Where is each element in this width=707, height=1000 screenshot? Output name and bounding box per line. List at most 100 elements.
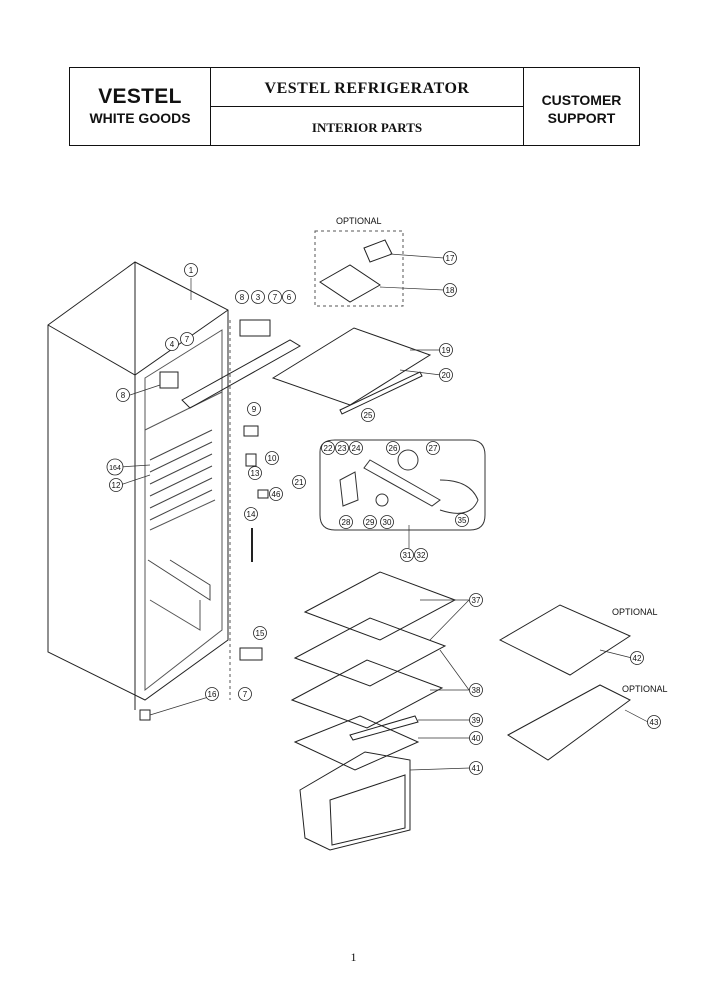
callout-circle bbox=[469, 593, 483, 607]
callout-circle bbox=[109, 478, 123, 492]
upper-shelf-19-20 bbox=[271, 327, 432, 415]
callout-29: 29 bbox=[363, 515, 377, 529]
callout-number: 21 bbox=[295, 478, 304, 487]
callout-circle bbox=[282, 290, 296, 304]
callout-number: 8 bbox=[240, 293, 245, 302]
callout-number: 6 bbox=[287, 293, 292, 302]
callout-number: 31 bbox=[403, 551, 412, 560]
callout-number: 29 bbox=[366, 518, 375, 527]
callout-number: 18 bbox=[446, 286, 455, 295]
optional-ice-tray-group bbox=[314, 230, 404, 307]
callout-number: 20 bbox=[442, 371, 451, 380]
callout-number: 23 bbox=[338, 444, 347, 453]
callout-number: 13 bbox=[251, 469, 260, 478]
callout-circle bbox=[265, 451, 279, 465]
callout-19: 19 bbox=[439, 343, 453, 357]
callout-number: 16 bbox=[208, 690, 217, 699]
callout-circle bbox=[321, 441, 335, 455]
title-cell: VESTEL REFRIGERATOR INTERIOR PARTS bbox=[211, 68, 524, 145]
callout-7: 7 bbox=[180, 332, 194, 346]
callout-14: 14 bbox=[244, 507, 258, 521]
callout-number: 15 bbox=[256, 629, 265, 638]
callout-number: 41 bbox=[472, 764, 481, 773]
callout-number: 24 bbox=[352, 444, 361, 453]
fridge-cabinet bbox=[47, 261, 301, 721]
callout-number: 32 bbox=[417, 551, 426, 560]
callout-13: 13 bbox=[248, 466, 262, 480]
callout-circle bbox=[361, 408, 375, 422]
callout-number: 7 bbox=[273, 293, 278, 302]
callout-circle bbox=[235, 290, 249, 304]
callout-number: 39 bbox=[472, 716, 481, 725]
callout-7: 7 bbox=[268, 290, 282, 304]
callout-circle bbox=[386, 441, 400, 455]
callout-number: 28 bbox=[342, 518, 351, 527]
callout-number: 14 bbox=[247, 510, 256, 519]
callout-32: 32 bbox=[414, 548, 428, 562]
callout-circle bbox=[238, 687, 252, 701]
callout-number: 40 bbox=[472, 734, 481, 743]
callout-28: 28 bbox=[339, 515, 353, 529]
callout-circle bbox=[469, 713, 483, 727]
callout-circle bbox=[414, 548, 428, 562]
callout-circle bbox=[439, 368, 453, 382]
callout-43: 43 bbox=[647, 715, 661, 729]
callout-number: 46 bbox=[272, 490, 281, 499]
callout-23: 23 bbox=[335, 441, 349, 455]
callout-number: 19 bbox=[442, 346, 451, 355]
callout-circle bbox=[630, 651, 644, 665]
callout-circle bbox=[269, 487, 283, 501]
callout-circle bbox=[165, 337, 179, 351]
callout-number: 26 bbox=[389, 444, 398, 453]
callout-number: 10 bbox=[268, 454, 277, 463]
callout-circle bbox=[247, 402, 261, 416]
callout-number: 12 bbox=[112, 481, 121, 490]
callout-circle bbox=[180, 332, 194, 346]
support-label-line1: CUSTOMER bbox=[541, 92, 622, 108]
callout-number: 17 bbox=[446, 254, 455, 263]
callout-12: 12 bbox=[109, 478, 123, 492]
callout-number: 3 bbox=[256, 293, 261, 302]
callout-circle bbox=[443, 283, 457, 297]
callout-number: 7 bbox=[243, 690, 248, 699]
brand-cell: VESTEL WHITE GOODS bbox=[70, 68, 211, 145]
callout-circle bbox=[244, 507, 258, 521]
brand-subtitle: WHITE GOODS bbox=[89, 110, 191, 126]
callout-circle bbox=[116, 388, 130, 402]
callout-number: 8 bbox=[121, 391, 126, 400]
callout-circle bbox=[292, 475, 306, 489]
callout-38: 38 bbox=[469, 683, 483, 697]
callout-30: 30 bbox=[380, 515, 394, 529]
document-subtitle: INTERIOR PARTS bbox=[311, 120, 423, 135]
callout-number: 38 bbox=[472, 686, 481, 695]
callout-circle bbox=[253, 626, 267, 640]
callout-22: 22 bbox=[321, 441, 335, 455]
callout-25: 25 bbox=[361, 408, 375, 422]
callout-35: 35 bbox=[455, 513, 469, 527]
callout-number: 30 bbox=[383, 518, 392, 527]
callout-31: 31 bbox=[400, 548, 414, 562]
support-label-line2: SUPPORT bbox=[547, 110, 616, 126]
callout-7: 7 bbox=[238, 687, 252, 701]
callout-circle bbox=[400, 548, 414, 562]
callout-26: 26 bbox=[386, 441, 400, 455]
callout-40: 40 bbox=[469, 731, 483, 745]
callout-number: 164 bbox=[109, 465, 121, 472]
callout-1: 1 bbox=[184, 263, 198, 277]
thermostat-group bbox=[319, 439, 486, 531]
callout-8: 8 bbox=[235, 290, 249, 304]
callout-circle bbox=[380, 515, 394, 529]
callout-9: 9 bbox=[247, 402, 261, 416]
callout-circle bbox=[106, 458, 124, 476]
callout-number: 43 bbox=[650, 718, 659, 727]
page-number: 1 bbox=[350, 950, 357, 964]
callout-number: 9 bbox=[252, 405, 257, 414]
callout-number: 22 bbox=[324, 444, 333, 453]
callout-20: 20 bbox=[439, 368, 453, 382]
callout-circle bbox=[184, 263, 198, 277]
crisper-drawer-41 bbox=[299, 751, 411, 851]
callout-number: 42 bbox=[633, 654, 642, 663]
glass-shelves-37-38 bbox=[290, 571, 457, 771]
